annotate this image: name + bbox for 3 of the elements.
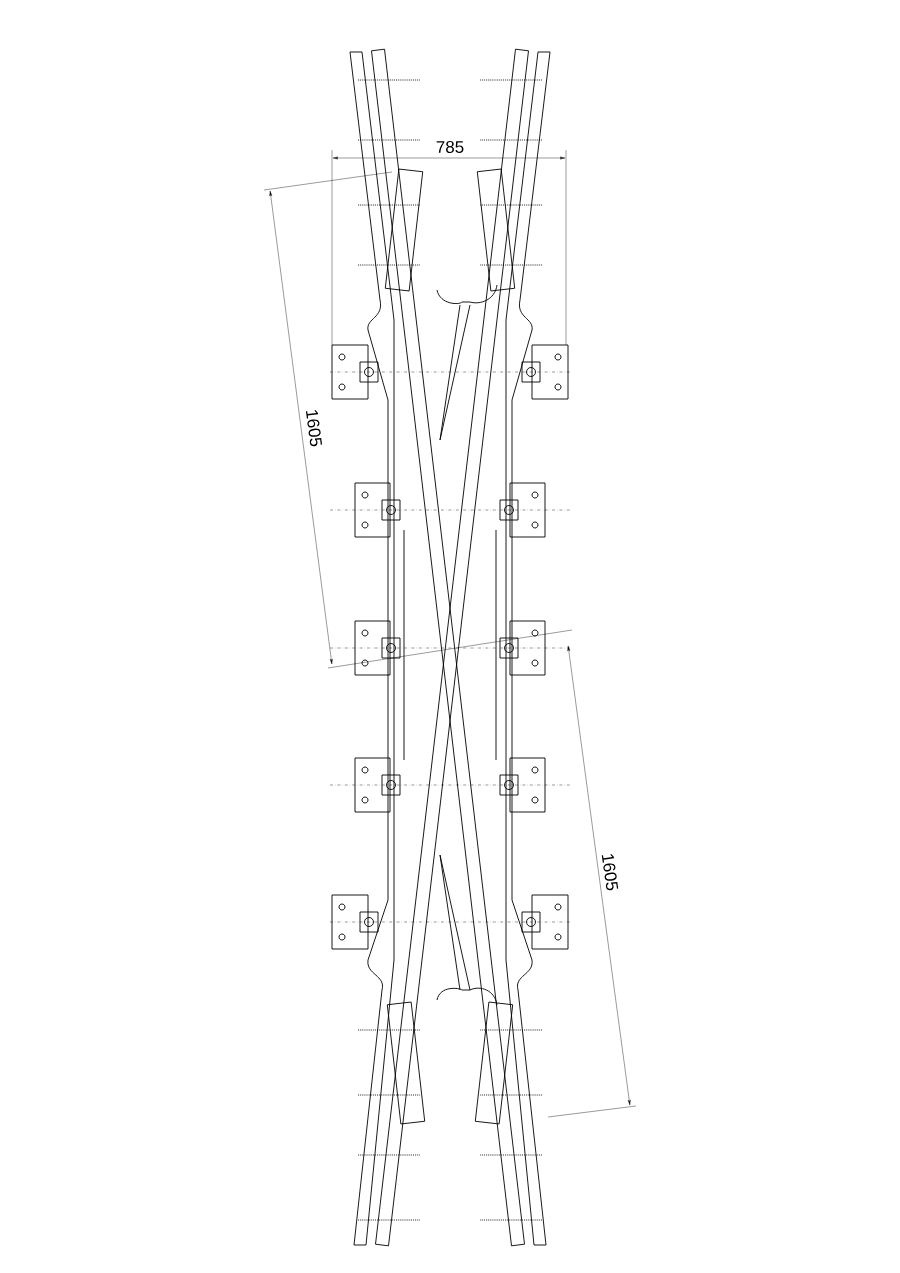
dimension-label: 1605	[305, 410, 323, 447]
dimension-label: 1605	[601, 854, 619, 891]
dimension-label: 785	[436, 141, 464, 154]
